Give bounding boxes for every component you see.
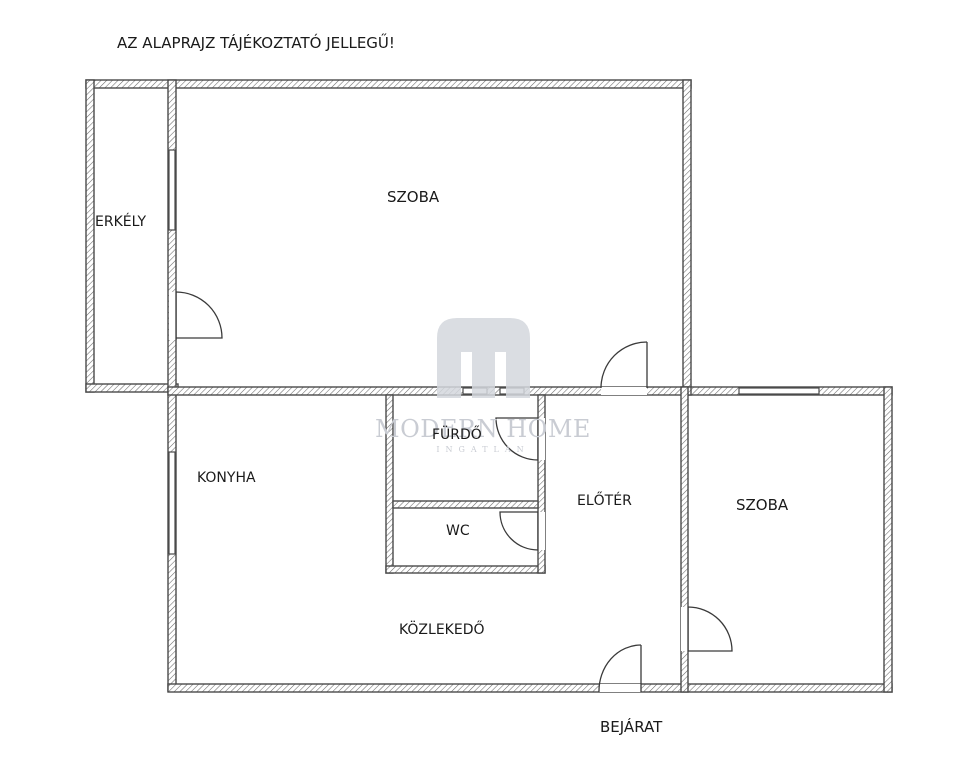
entrance-label: BEJÁRAT xyxy=(600,717,663,736)
room-label-erkely: ERKÉLY xyxy=(95,213,147,230)
door-wc xyxy=(499,511,545,551)
room-label-szoba-main: SZOBA xyxy=(387,188,440,206)
door-szoba-right xyxy=(681,606,733,652)
doors xyxy=(169,291,733,693)
room-label-szoba-right: SZOBA xyxy=(736,496,789,514)
watermark-sub: INGATLAN xyxy=(436,445,529,454)
disclaimer-note: AZ ALAPRAJZ TÁJÉKOZTATÓ JELLEGŰ! xyxy=(117,32,395,52)
door-szoba-main xyxy=(600,341,648,395)
room-label-wc: WC xyxy=(446,523,470,539)
room-label-kozlekedo: KÖZLEKEDŐ xyxy=(399,620,485,638)
door-entrance xyxy=(598,644,642,693)
door-balcony xyxy=(169,291,223,340)
room-label-eloter: ELŐTÉR xyxy=(577,491,632,509)
watermark-brand: MODERN HOME xyxy=(375,415,591,443)
interior-walls xyxy=(167,79,692,693)
door-furdo xyxy=(495,417,545,461)
watermark-logo xyxy=(437,318,530,398)
room-label-konyha: KONYHA xyxy=(197,470,256,486)
room-label-furdo: FÜRDŐ xyxy=(432,425,482,443)
